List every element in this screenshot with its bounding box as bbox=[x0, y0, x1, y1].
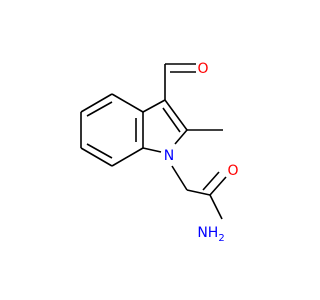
bond-c6-c7 bbox=[80, 147, 113, 167]
amide-hydrogen-subscript: 2 bbox=[218, 233, 224, 244]
bond-co-o-double bbox=[202, 171, 220, 191]
bond-c3-c2 bbox=[164, 99, 188, 131]
bond-c3a-c4 bbox=[111, 93, 144, 113]
bond-c7-c7a bbox=[111, 147, 144, 167]
bond-c4-c5 bbox=[80, 93, 113, 113]
bond-c4-c5-inner bbox=[86, 101, 113, 117]
aldehyde-oxygen-label: O bbox=[197, 61, 208, 77]
bond-n1-ch2 bbox=[171, 165, 188, 191]
bond-ch2-co bbox=[186, 189, 211, 196]
bond-c3-c2-double bbox=[162, 107, 181, 133]
bond-n1-c7a bbox=[142, 147, 162, 153]
bond-c3a-c3 bbox=[142, 99, 166, 113]
indole-nitrogen-label: N bbox=[164, 148, 174, 164]
molecule-structure: O N O NH2 bbox=[80, 61, 239, 244]
atom-labels: O N O NH2 bbox=[164, 61, 239, 244]
amide-oxygen-label: O bbox=[227, 163, 238, 179]
amide-nitrogen-nh: NH bbox=[197, 225, 218, 241]
bond-co-o bbox=[209, 176, 227, 196]
bond-co-n bbox=[209, 194, 223, 220]
bond-c6-c7-inner bbox=[86, 143, 113, 159]
bonds bbox=[80, 63, 227, 220]
bond-c2-n1 bbox=[174, 129, 188, 145]
amide-nitrogen-label: NH2 bbox=[197, 225, 224, 244]
